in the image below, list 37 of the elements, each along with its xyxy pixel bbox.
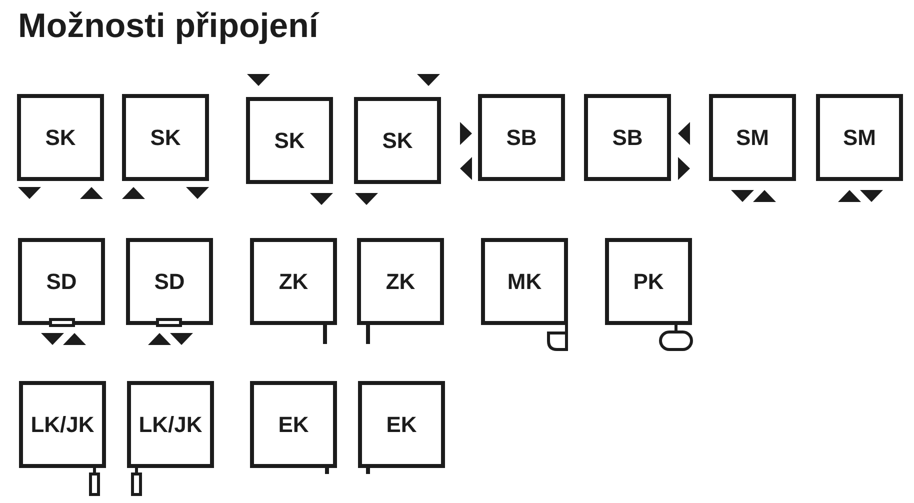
type-label: SK — [274, 128, 305, 154]
radiator-box — [816, 94, 903, 181]
type-label: SD — [154, 268, 185, 294]
type-label: SK — [150, 124, 181, 150]
radiator-box — [584, 94, 671, 181]
type-label: ZK — [386, 268, 416, 294]
type-label: SB — [612, 124, 643, 150]
radiator-box — [127, 381, 214, 468]
radiator-box — [358, 381, 445, 468]
radiator-box — [250, 238, 337, 325]
type-label: SD — [46, 268, 77, 294]
radiator-box — [246, 97, 333, 184]
radiator-box — [250, 381, 337, 468]
radiator-box — [18, 238, 105, 325]
radiator-box — [126, 238, 213, 325]
radiator-box — [481, 238, 568, 325]
radiator-box — [478, 94, 565, 181]
heading: Možnosti připojení — [18, 6, 318, 46]
type-label: LK/JK — [138, 412, 202, 438]
type-label: PK — [633, 268, 664, 294]
type-label: EK — [386, 412, 417, 438]
type-label: ZK — [278, 268, 308, 294]
radiator-box — [19, 381, 106, 468]
type-label: SK — [382, 128, 413, 154]
type-label: SK — [45, 124, 76, 150]
type-label: SM — [736, 124, 769, 150]
type-label: SB — [506, 124, 537, 150]
type-label: LK/JK — [30, 412, 94, 438]
radiator-box — [122, 94, 209, 181]
radiator-box — [17, 94, 104, 181]
radiator-box — [357, 238, 444, 325]
type-label: SM — [843, 124, 876, 150]
type-label: EK — [278, 412, 309, 438]
radiator-box — [605, 238, 692, 325]
radiator-box — [709, 94, 796, 181]
radiator-box — [354, 97, 441, 184]
type-label: MK — [507, 268, 542, 294]
